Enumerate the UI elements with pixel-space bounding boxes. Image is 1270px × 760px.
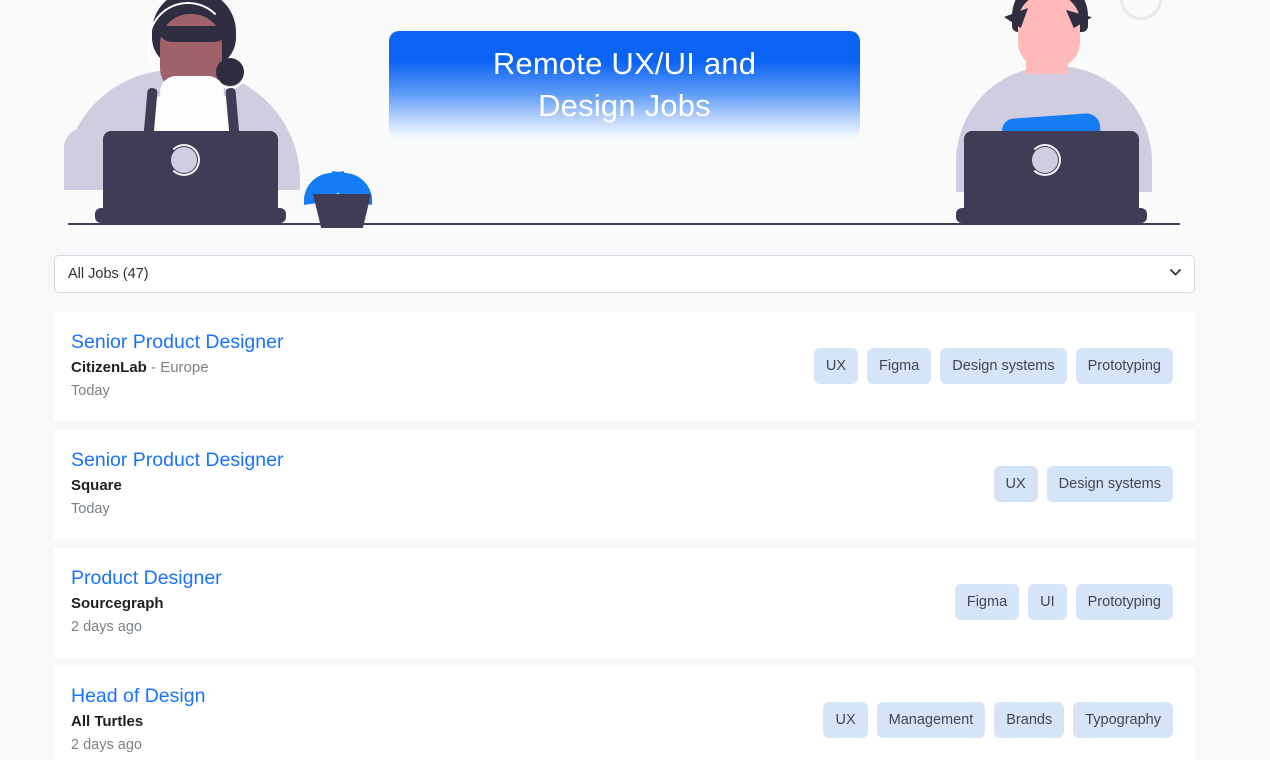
job-tag[interactable]: UX bbox=[993, 465, 1038, 503]
job-tags: UX Figma Design systems Prototyping bbox=[813, 347, 1173, 385]
job-list: Senior Product Designer CitizenLab - Eur… bbox=[54, 312, 1216, 760]
job-info: Senior Product Designer CitizenLab - Eur… bbox=[71, 330, 283, 402]
job-tag[interactable]: Design systems bbox=[940, 347, 1067, 385]
job-company: CitizenLab bbox=[71, 359, 147, 376]
job-info: Head of Design All Turtles 2 days ago bbox=[71, 684, 205, 756]
job-info: Senior Product Designer Square Today bbox=[71, 448, 283, 520]
laptop-right-logo-icon bbox=[1029, 144, 1061, 176]
job-tags: UX Management Brands Typography bbox=[823, 701, 1173, 739]
job-info: Product Designer Sourcegraph 2 days ago bbox=[71, 566, 222, 638]
laptop-left-base bbox=[95, 208, 286, 223]
job-posted-date: Today bbox=[71, 383, 110, 399]
job-company: Sourcegraph bbox=[71, 595, 164, 612]
job-tag[interactable]: Design systems bbox=[1046, 465, 1173, 503]
job-filter-select[interactable]: All Jobs (47) bbox=[54, 255, 1195, 293]
job-posted-date: 2 days ago bbox=[71, 737, 142, 753]
page-title-banner: Remote UX/UI and Design Jobs bbox=[389, 31, 860, 139]
job-card[interactable]: Senior Product Designer Square Today UX … bbox=[54, 430, 1195, 539]
job-tag[interactable]: Prototyping bbox=[1075, 583, 1173, 621]
job-title-link[interactable]: Product Designer bbox=[71, 567, 222, 589]
job-tag[interactable]: Prototyping bbox=[1075, 347, 1173, 385]
job-card[interactable]: Head of Design All Turtles 2 days ago UX… bbox=[54, 666, 1195, 760]
job-tag[interactable]: Management bbox=[876, 701, 986, 739]
page-title-line-2: Design Jobs bbox=[538, 88, 711, 123]
job-company: All Turtles bbox=[71, 713, 144, 730]
job-location: Europe bbox=[160, 359, 209, 376]
page-title-line-1: Remote UX/UI and bbox=[492, 46, 757, 81]
illustration-person-left bbox=[0, 0, 400, 238]
job-posted-date: 2 days ago bbox=[71, 619, 142, 635]
laptop-right-foot-left bbox=[974, 210, 988, 224]
job-company-location: Sourcegraph bbox=[71, 593, 222, 615]
laptop-left-logo-icon bbox=[168, 144, 200, 176]
job-company-location: All Turtles bbox=[71, 711, 205, 733]
job-company-location: CitizenLab - Europe bbox=[71, 357, 283, 379]
job-tag[interactable]: UX bbox=[823, 701, 868, 739]
job-separator: - bbox=[146, 359, 161, 376]
job-title-link[interactable]: Head of Design bbox=[71, 685, 206, 707]
job-tag[interactable]: UX bbox=[813, 347, 858, 385]
job-tag[interactable]: Figma bbox=[954, 583, 1020, 621]
plant-pot-icon bbox=[313, 194, 371, 228]
job-tag[interactable]: Brands bbox=[994, 701, 1065, 739]
hero-banner: Remote UX/UI and Design Jobs bbox=[0, 0, 1270, 238]
job-tag[interactable]: Figma bbox=[867, 347, 932, 385]
job-tags: Figma UI Prototyping bbox=[954, 583, 1173, 621]
job-posted-date: Today bbox=[71, 501, 110, 517]
laptop-left-foot-right bbox=[255, 210, 269, 224]
job-company-location: Square bbox=[71, 475, 283, 497]
job-title-link[interactable]: Senior Product Designer bbox=[71, 331, 284, 353]
illustration-person-right bbox=[940, 0, 1270, 238]
job-filter-wrapper: All Jobs (47) bbox=[54, 255, 1195, 293]
job-company: Square bbox=[71, 477, 122, 494]
laptop-right-base bbox=[956, 208, 1147, 223]
main-content: All Jobs (47) Senior Product Designer Ci… bbox=[0, 255, 1270, 760]
job-tag[interactable]: UI bbox=[1028, 583, 1067, 621]
desk-line bbox=[68, 223, 1180, 225]
laptop-right-foot-right bbox=[1116, 210, 1130, 224]
person-left-arm bbox=[64, 128, 104, 190]
job-tag[interactable]: Typography bbox=[1073, 701, 1173, 739]
job-tags: UX Design systems bbox=[993, 465, 1173, 503]
job-card[interactable]: Product Designer Sourcegraph 2 days ago … bbox=[54, 548, 1195, 657]
person-left-hair-outline bbox=[148, 2, 228, 78]
job-card[interactable]: Senior Product Designer CitizenLab - Eur… bbox=[54, 312, 1195, 421]
job-title-link[interactable]: Senior Product Designer bbox=[71, 449, 284, 471]
laptop-left-foot-left bbox=[113, 210, 127, 224]
person-right-collar bbox=[1014, 74, 1084, 92]
